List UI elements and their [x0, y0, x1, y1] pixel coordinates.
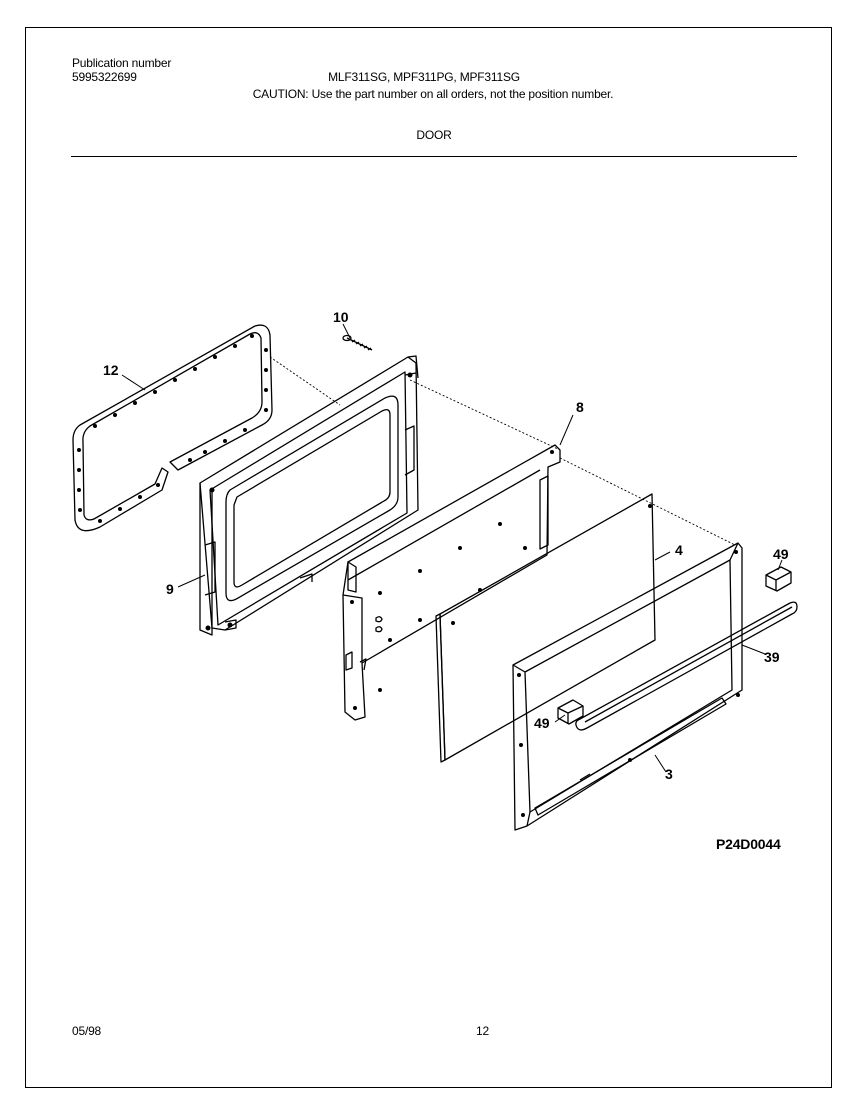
door-panel-part: [342, 444, 561, 721]
callout-10: 10: [333, 309, 349, 325]
caution-note: CAUTION: Use the part number on all orde…: [252, 87, 614, 101]
callout-9: 9: [166, 581, 174, 597]
callout-39: 39: [764, 649, 780, 665]
publication-label: Publication number: [72, 56, 172, 70]
handle-end-cap-part: [765, 566, 792, 592]
section-title: DOOR: [416, 128, 452, 142]
page-number: 12: [476, 1024, 489, 1038]
callout-3: 3: [665, 766, 673, 782]
door-handle-part: [575, 601, 798, 731]
page-border: [25, 27, 832, 1088]
callout-49-bottom: 49: [534, 715, 550, 731]
drawing-id: P24D0044: [716, 836, 781, 852]
door-glass-part: [435, 493, 656, 763]
callout-8: 8: [576, 399, 584, 415]
door-frame-part: [512, 542, 743, 831]
handle-end-cap-part: [557, 699, 584, 725]
header-divider: [71, 156, 797, 157]
door-screw-part: [342, 334, 373, 351]
inner-door-liner-part: [199, 355, 419, 636]
door-gasket-part: [72, 324, 273, 532]
callout-12: 12: [103, 362, 119, 378]
model-numbers: MLF311SG, MPF311PG, MPF311SG: [328, 70, 520, 84]
footer-date: 05/98: [72, 1024, 102, 1038]
publication-number: 5995322699: [72, 70, 137, 84]
callout-49-top: 49: [773, 546, 789, 562]
callout-4: 4: [675, 542, 683, 558]
